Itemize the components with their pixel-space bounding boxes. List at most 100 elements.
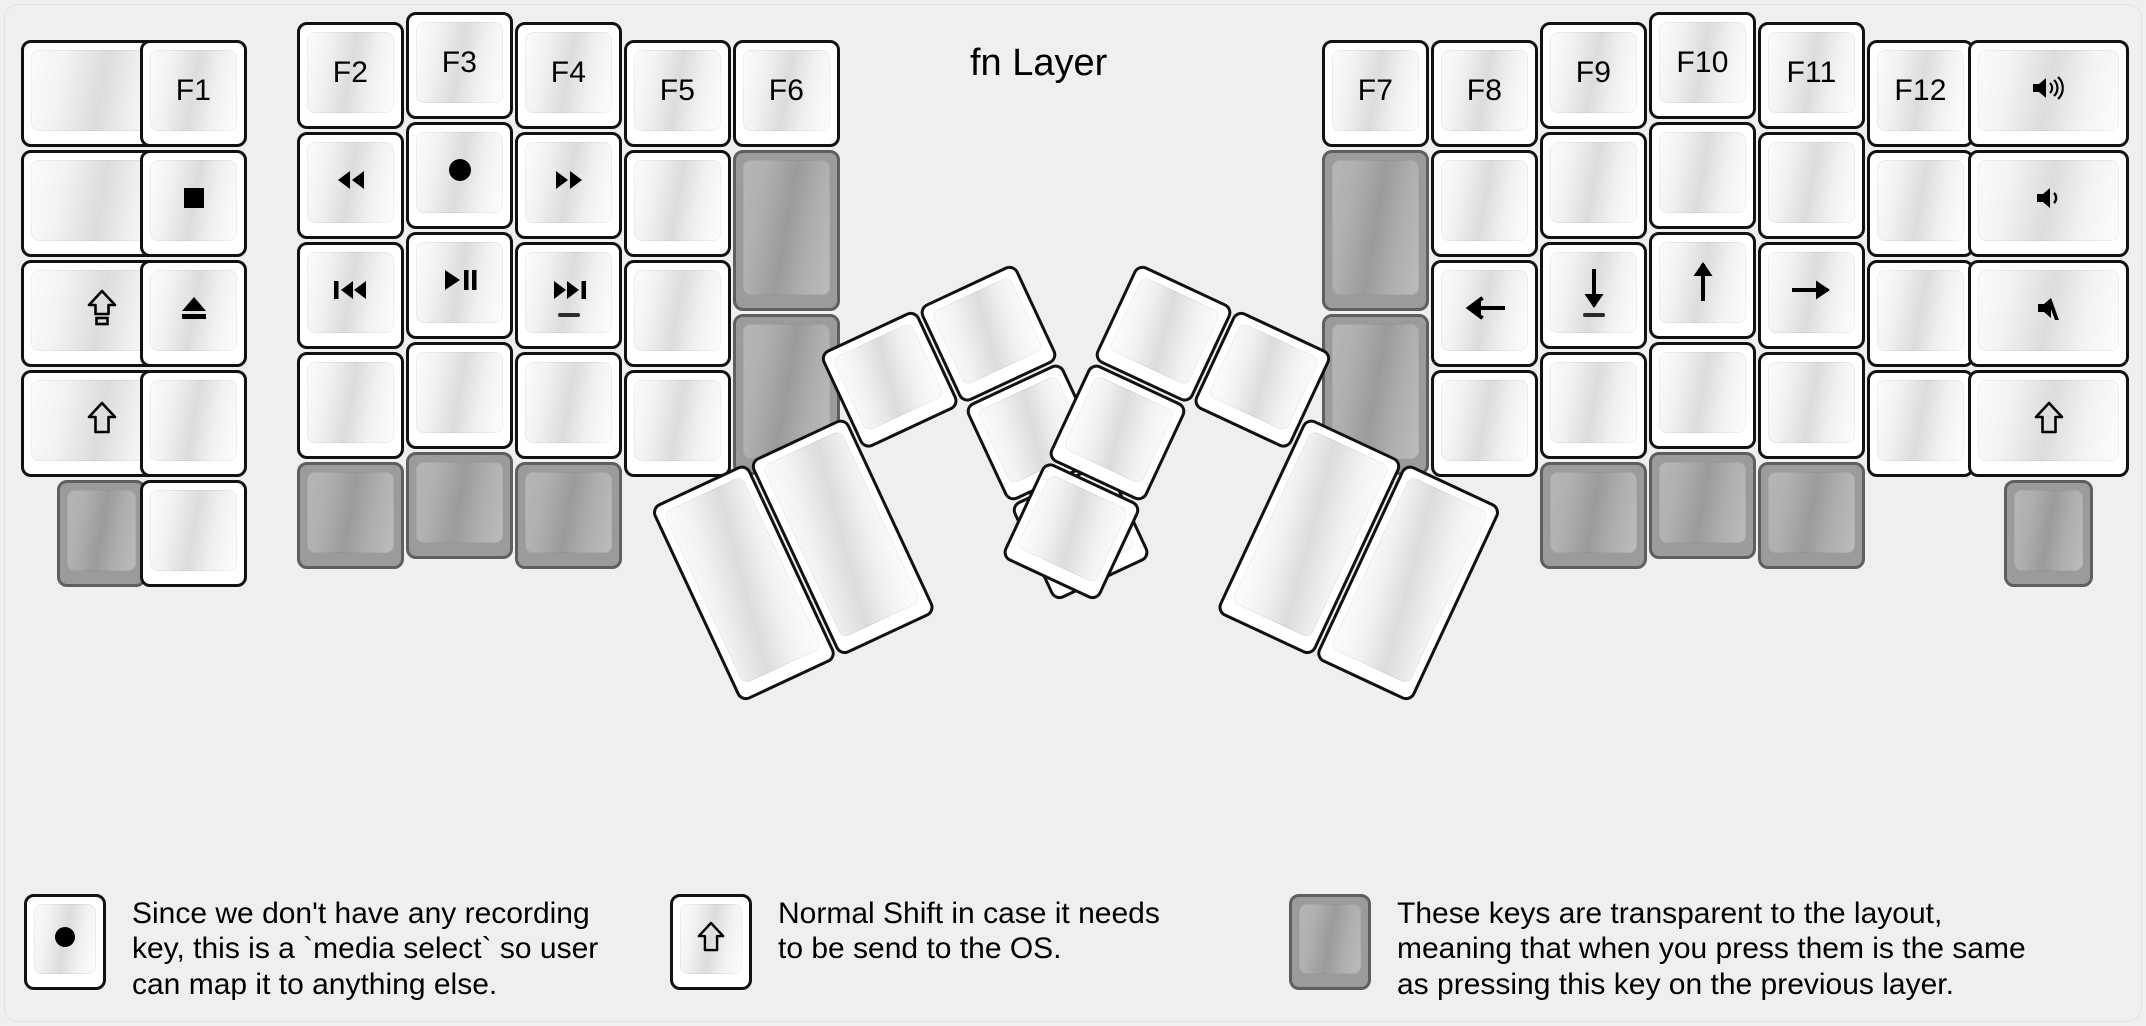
keycap-surface: F3	[416, 22, 503, 103]
right-pinky-key-2[interactable]	[1867, 150, 1974, 257]
keycap-surface	[34, 904, 96, 974]
legend-text: Normal Shift in case it needs to be send…	[778, 897, 1160, 966]
key-label: F12	[1894, 73, 1947, 107]
shift-arrow-icon	[2034, 401, 2064, 440]
left-middle-key-play-pause[interactable]	[406, 232, 513, 339]
keycap-surface	[525, 472, 612, 553]
left-middle-key-f3[interactable]: F3	[406, 12, 513, 119]
keycap-surface: F7	[1332, 50, 1419, 131]
left-pinky-key-4[interactable]	[140, 370, 247, 477]
left-index-key-transparent[interactable]	[515, 462, 622, 569]
left-inner-key-f6[interactable]: F6	[733, 40, 840, 147]
right-pinky-key-4[interactable]	[1867, 370, 1974, 477]
left-index-key-next[interactable]	[515, 242, 622, 349]
keycap-surface	[307, 472, 394, 553]
left-middle-key-4[interactable]	[406, 342, 513, 449]
legend-keycap	[670, 894, 752, 990]
left-ring-key-rewind[interactable]	[297, 132, 404, 239]
media-previous-icon	[331, 279, 371, 306]
shift-arrow-icon	[697, 921, 725, 958]
homing-bar	[557, 313, 580, 317]
right-pinky-key-3[interactable]	[1867, 260, 1974, 367]
left-ring-key-f2[interactable]: F2	[297, 22, 404, 129]
keycap-surface: F10	[1659, 22, 1746, 103]
key-label: F11	[1786, 55, 1837, 89]
legend-item-transparent: These keys are transparent to the layout…	[1289, 894, 2026, 1002]
left-inner-key-transparent-2[interactable]	[733, 314, 840, 475]
left-pinky-key-stop[interactable]	[140, 150, 247, 257]
left-index-key-fast-forward[interactable]	[515, 132, 622, 239]
legend-key-shift	[670, 894, 752, 990]
left-outer-key-transparent[interactable]	[57, 480, 146, 587]
left-inner-index-key-3[interactable]	[624, 260, 731, 367]
right-outer-key-volume-up[interactable]	[1968, 40, 2129, 147]
keycap-surface	[416, 462, 503, 543]
right-ring-key-right-arrow[interactable]	[1758, 242, 1865, 349]
right-middle-key-2[interactable]	[1649, 122, 1756, 229]
keycap-surface	[1978, 160, 2119, 241]
keycap-surface	[1659, 132, 1746, 213]
left-ring-key-4[interactable]	[297, 352, 404, 459]
right-inner-key-transparent-1[interactable]	[1322, 150, 1429, 311]
keycap-surface	[1550, 472, 1637, 553]
right-ring-key-f11[interactable]: F11	[1758, 22, 1865, 129]
right-ring-key-2[interactable]	[1758, 132, 1865, 239]
right-outer-key-volume-mute[interactable]	[1968, 260, 2129, 367]
right-inner-index-key-f8[interactable]: F8	[1431, 40, 1538, 147]
right-middle-key-4[interactable]	[1649, 342, 1756, 449]
media-next-icon	[549, 279, 589, 306]
right-inner-index-key-left-arrow[interactable]	[1431, 260, 1538, 367]
arrow-right-icon	[1790, 277, 1834, 308]
keycap-surface	[1207, 321, 1321, 433]
right-index-key-2[interactable]	[1540, 132, 1647, 239]
left-inner-index-key-f5[interactable]: F5	[624, 40, 731, 147]
media-rewind-icon	[333, 169, 369, 196]
right-ring-key-transparent[interactable]	[1758, 462, 1865, 569]
right-ring-key-4[interactable]	[1758, 352, 1865, 459]
media-eject-icon	[179, 294, 209, 327]
right-index-key-4[interactable]	[1540, 352, 1647, 459]
keycap-surface: F12	[1877, 50, 1964, 131]
media-play-pause-icon	[441, 268, 479, 297]
right-outer-key-transparent[interactable]	[2004, 480, 2093, 587]
left-pinky-key-5[interactable]	[140, 480, 247, 587]
homing-bar	[1582, 313, 1605, 317]
caps-lock-arrow-icon	[87, 289, 117, 332]
left-ring-key-transparent[interactable]	[297, 462, 404, 569]
legend-item-record: Since we don't have any recording key, t…	[24, 894, 598, 1002]
right-middle-key-up-arrow[interactable]	[1649, 232, 1756, 339]
right-middle-key-f10[interactable]: F10	[1649, 12, 1756, 119]
keycap-surface: F6	[743, 50, 830, 131]
key-label: F3	[441, 45, 478, 79]
left-index-key-4[interactable]	[515, 352, 622, 459]
left-inner-key-transparent-1[interactable]	[733, 150, 840, 311]
left-index-key-f4[interactable]: F4	[515, 22, 622, 129]
right-index-key-down-arrow[interactable]	[1540, 242, 1647, 349]
right-inner-index-key-4[interactable]	[1431, 370, 1538, 477]
left-ring-key-previous[interactable]	[297, 242, 404, 349]
keycap-surface	[525, 252, 612, 333]
legend-key-transparent	[1289, 894, 1371, 990]
right-outer-key-shift[interactable]	[1968, 370, 2129, 477]
key-label: F2	[332, 55, 369, 89]
keycap-surface: F5	[634, 50, 721, 131]
left-pinky-key-eject[interactable]	[140, 260, 247, 367]
left-middle-key-transparent[interactable]	[406, 452, 513, 559]
right-inner-key-f7[interactable]: F7	[1322, 40, 1429, 147]
right-index-key-f9[interactable]: F9	[1540, 22, 1647, 129]
right-pinky-key-f12[interactable]: F12	[1867, 40, 1974, 147]
right-outer-key-volume-down[interactable]	[1968, 150, 2129, 257]
left-pinky-key-f1[interactable]: F1	[140, 40, 247, 147]
keycap-surface	[1299, 904, 1361, 974]
right-inner-index-key-2[interactable]	[1431, 150, 1538, 257]
left-inner-index-key-2[interactable]	[624, 150, 731, 257]
right-middle-key-transparent[interactable]	[1649, 452, 1756, 559]
right-index-key-transparent[interactable]	[1540, 462, 1647, 569]
left-inner-index-key-4[interactable]	[624, 370, 731, 477]
keycap-surface	[1550, 362, 1637, 443]
keycap-surface	[1877, 160, 1964, 241]
keyboard-panel: fn Layer	[4, 4, 2142, 1022]
volume-down-icon	[2034, 184, 2064, 217]
left-middle-key-record[interactable]	[406, 122, 513, 229]
media-fast-forward-icon	[551, 169, 587, 196]
